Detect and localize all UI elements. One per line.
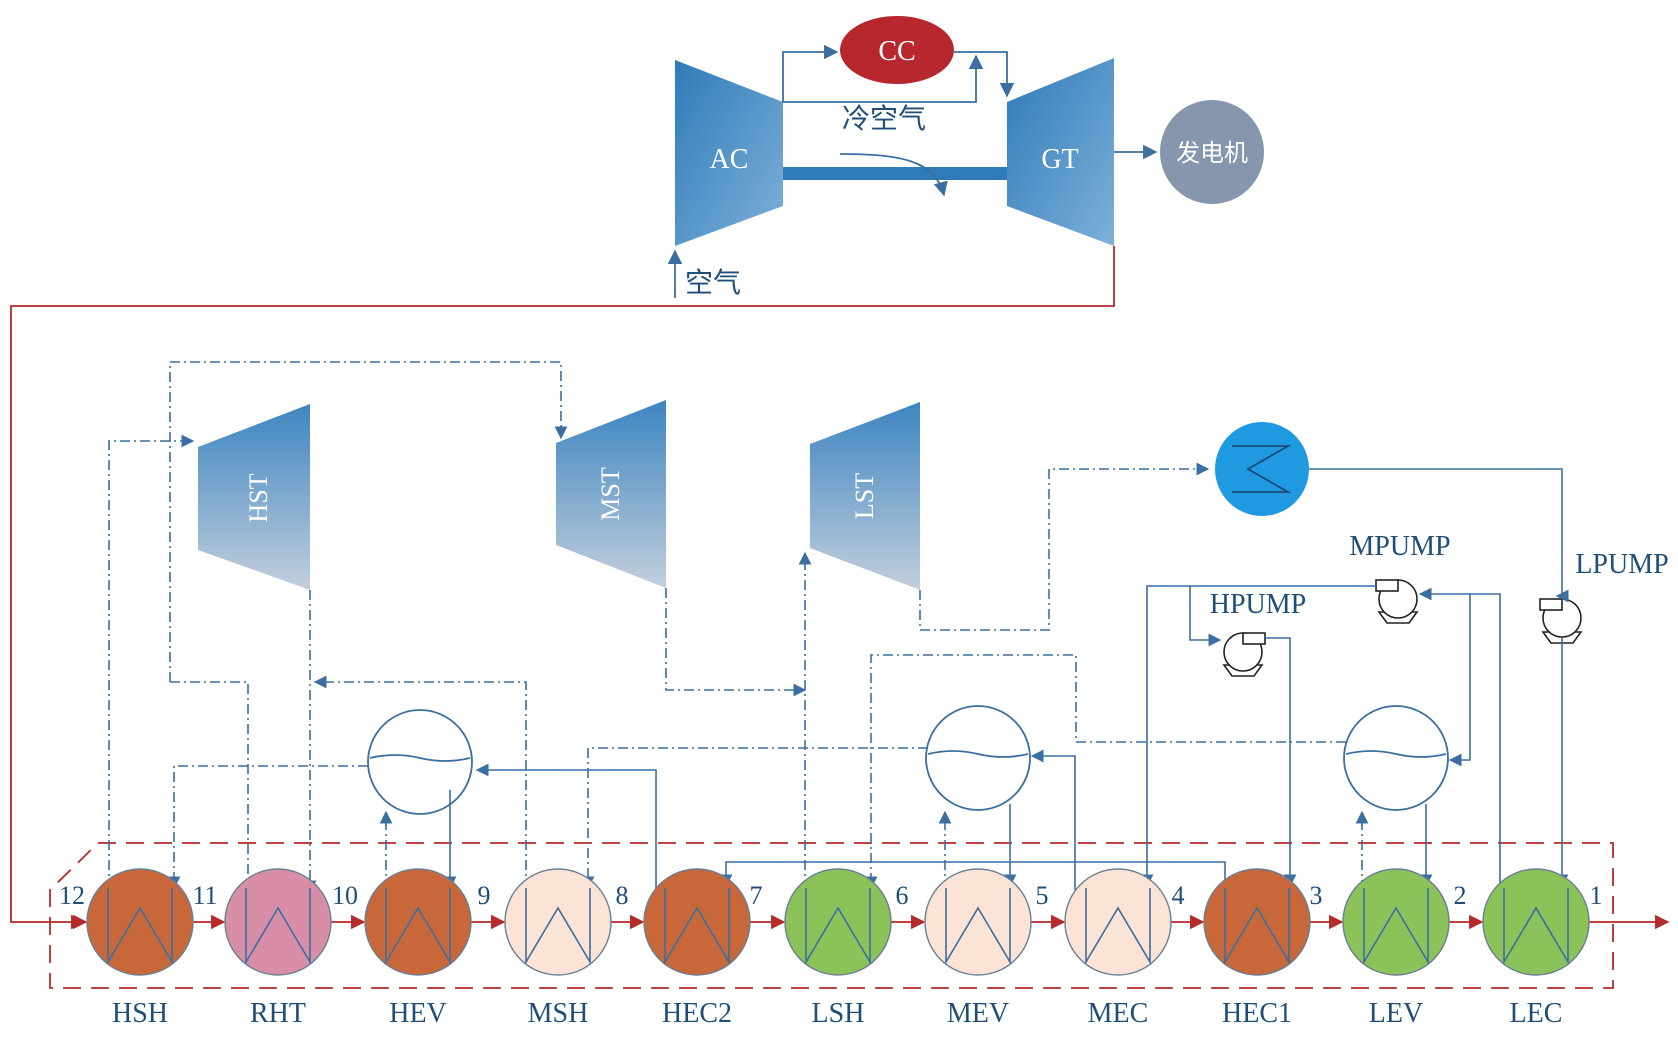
- heat-exchanger-label: LSH: [812, 998, 865, 1029]
- air-inlet-label: 空气: [685, 266, 741, 299]
- turbine-label: GT: [1041, 144, 1078, 175]
- heat-exchanger-label: LEC: [1510, 998, 1563, 1029]
- state-point-number: 10: [332, 881, 358, 910]
- shaft: [783, 167, 1007, 180]
- state-point-number: 7: [750, 881, 763, 910]
- hp-steam-turbine: [198, 404, 310, 590]
- heat-exchanger-mec: MEC: [1064, 868, 1172, 1029]
- hp-pump: [1222, 632, 1266, 677]
- heat-exchanger-hec2: HEC2: [643, 868, 751, 1029]
- steam-turbines: HST MST LST: [198, 400, 920, 590]
- hst-label: HST: [244, 473, 273, 522]
- gas-turbine: [1007, 58, 1114, 246]
- hpump-label: HPUMP: [1210, 589, 1306, 620]
- heat-exchanger-hsh: HSH: [86, 868, 194, 1029]
- generator-label: 发电机: [1176, 139, 1248, 167]
- state-point-numbers: 12 11 10 9 8 7 6 5 4 3 2 1: [59, 881, 1603, 910]
- mp-steam-turbine: [556, 400, 666, 588]
- state-point-number: 6: [896, 881, 909, 910]
- compressor-label: AC: [710, 144, 749, 175]
- state-point-number: 2: [1454, 881, 1467, 910]
- heat-exchanger-label: MEV: [947, 998, 1009, 1029]
- generator: [1160, 100, 1264, 204]
- state-point-number: 12: [59, 881, 85, 910]
- condenser-coil: [1232, 445, 1292, 493]
- combustor-to-turbine-line: [954, 51, 1015, 98]
- hp-drum: [367, 709, 473, 815]
- mpump-label: MPUMP: [1349, 531, 1450, 562]
- state-point-number: 8: [616, 881, 629, 910]
- heat-exchanger-hev: HEV: [364, 868, 472, 1029]
- heat-exchanger-label: MSH: [528, 998, 589, 1029]
- state-point-number: 5: [1036, 881, 1049, 910]
- heat-exchanger-msh: MSH: [504, 868, 612, 1029]
- pumps: HPUMP MPUMP LPUMP: [1210, 531, 1669, 677]
- air-compressor: [675, 60, 783, 246]
- hrsg-casing: [49, 842, 1614, 989]
- heat-exchanger-label: MEC: [1088, 998, 1149, 1029]
- cooling-air-arrow: [839, 153, 948, 197]
- cold-air-line: [783, 54, 984, 103]
- air-to-combustor-line: [782, 44, 839, 102]
- heat-exchanger-label: LEV: [1369, 998, 1423, 1029]
- heat-exchanger-label: HSH: [112, 998, 168, 1029]
- heat-exchanger-rht: RHT: [224, 868, 332, 1029]
- lp-drum: [1343, 705, 1449, 811]
- steam-piping: [108, 361, 1569, 894]
- flue-gas-path: [10, 246, 1670, 989]
- heat-exchanger-lsh: LSH: [784, 868, 892, 1029]
- heat-exchanger-lec: LEC: [1482, 868, 1590, 1029]
- lp-pump: [1539, 598, 1583, 644]
- state-point-number: 4: [1172, 881, 1185, 910]
- lst-label: LST: [850, 473, 879, 519]
- heat-exchanger-mev: MEV: [924, 868, 1032, 1029]
- state-point-number: 11: [192, 881, 217, 910]
- condenser-block: [1215, 422, 1309, 516]
- condenser: [1215, 422, 1309, 516]
- heat-exchanger-label: RHT: [250, 998, 306, 1029]
- heat-exchanger-lev: LEV: [1342, 868, 1450, 1029]
- mp-drum: [925, 705, 1031, 811]
- state-point-number: 9: [478, 881, 491, 910]
- steam-drums: [367, 705, 1449, 815]
- combustor: [840, 16, 954, 84]
- heat-exchanger-row: HSH RHT HEV MSH HEC2 LSH MEV MEC HEC1 LEV LEC: [86, 868, 1590, 1029]
- heat-exchanger-hec1: HEC1: [1203, 868, 1311, 1029]
- state-point-number: 3: [1310, 881, 1323, 910]
- heat-exchanger-label: HEC1: [1222, 998, 1292, 1029]
- combustor-label: CC: [878, 36, 915, 67]
- mp-pump: [1375, 579, 1419, 624]
- mst-label: MST: [596, 467, 625, 521]
- heat-exchanger-label: HEC2: [662, 998, 732, 1029]
- heat-exchanger-label: HEV: [389, 998, 447, 1029]
- gas-turbine-block: AC GT CC 发电机 冷空气 空气: [667, 16, 1264, 299]
- lp-steam-turbine: [810, 402, 920, 590]
- cold-air-label: 冷空气: [842, 102, 926, 135]
- flue-gas-duct: [10, 246, 1115, 930]
- lpump-label: LPUMP: [1575, 549, 1668, 580]
- state-point-number: 1: [1590, 881, 1603, 910]
